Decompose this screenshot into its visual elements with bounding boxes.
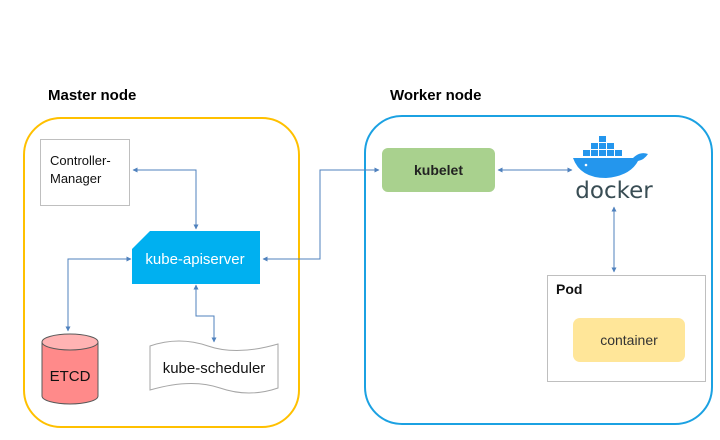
- docker-logo: docker: [573, 136, 653, 204]
- master-node-heading: Master node: [48, 87, 137, 104]
- master-node-group: [23, 117, 300, 428]
- connector-scheduler-apiserver: [193, 284, 217, 343]
- connector-etcd-apiserver: [65, 256, 132, 332]
- kubelet-label: kubelet: [413, 162, 463, 178]
- container-label: container: [600, 332, 658, 348]
- container-box[interactable]: container: [573, 318, 685, 362]
- pod-label: Pod: [556, 281, 583, 297]
- document-shape-icon: [149, 340, 279, 394]
- docker-whale-icon: [573, 136, 648, 178]
- docker-label: docker: [575, 178, 653, 204]
- kube-scheduler-box[interactable]: kube-scheduler: [149, 340, 279, 394]
- etcd-label: ETCD: [50, 368, 91, 385]
- controller-manager-box[interactable]: Controller- Manager: [40, 139, 130, 206]
- kubelet-box[interactable]: kubelet: [382, 148, 495, 192]
- controller-manager-label-line2: Manager: [50, 171, 102, 186]
- pod-box[interactable]: Pod container: [547, 275, 706, 382]
- worker-node-group: [364, 115, 713, 425]
- kube-apiserver-label: kube-apiserver: [145, 251, 244, 268]
- database-cylinder-icon: [41, 342, 99, 405]
- etcd-database[interactable]: ETCD: [41, 333, 99, 405]
- connector-apiserver-kubelet: [262, 167, 380, 262]
- kube-apiserver-box[interactable]: kube-apiserver: [132, 231, 260, 284]
- worker-node-heading: Worker node: [390, 87, 482, 104]
- kube-scheduler-label: kube-scheduler: [163, 360, 266, 377]
- controller-manager-label-line1: Controller-: [50, 153, 111, 168]
- connector-controller-apiserver: [132, 167, 199, 230]
